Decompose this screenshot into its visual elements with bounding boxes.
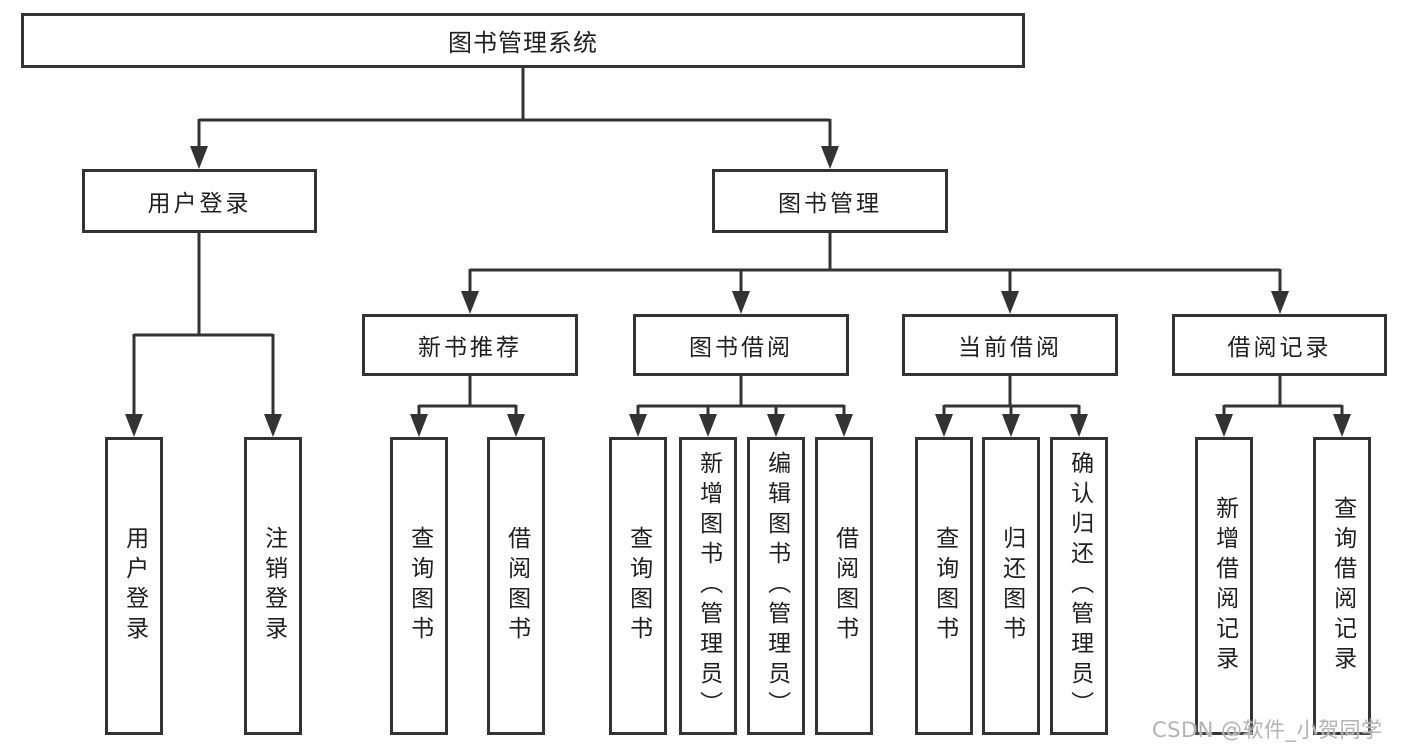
connector-current-to-leaves — [935, 376, 1088, 437]
arrowhead — [767, 414, 785, 437]
node-label: 用户登录 — [121, 526, 148, 646]
arrowhead — [1215, 414, 1233, 437]
arrowhead — [935, 414, 953, 437]
node-label: 注销登录 — [260, 526, 287, 646]
node-label: 当前借阅 — [958, 335, 1062, 361]
arrowhead — [410, 414, 428, 437]
node-label: 确认归还（管理员） — [1066, 451, 1093, 721]
node-label: 借阅记录 — [1227, 335, 1332, 361]
arrowhead — [507, 414, 525, 437]
node-label: 归还图书 — [998, 526, 1025, 646]
leaf-add-borrow-record: 新增借阅记录 — [1195, 437, 1253, 735]
node-label: 编辑图书（管理员） — [763, 451, 790, 721]
node-label: 借阅图书 — [503, 526, 530, 646]
arrowhead — [821, 146, 839, 169]
node-label: 图书借阅 — [689, 335, 793, 361]
node-user-login: 用户登录 — [82, 169, 317, 233]
node-label: 查询图书 — [931, 526, 958, 646]
leaf-query-books-current: 查询图书 — [915, 437, 973, 735]
leaf-borrow-books-recommend: 借阅图书 — [487, 437, 545, 735]
node-label: 查询图书 — [406, 526, 433, 646]
arrowhead — [461, 291, 479, 314]
arrowhead — [629, 414, 647, 437]
node-label: 图书管理 — [778, 191, 882, 217]
connector-recommend-to-leaves — [410, 376, 525, 437]
leaf-query-books-recommend: 查询图书 — [390, 437, 448, 735]
connector-records-to-leaves — [1215, 376, 1351, 437]
node-new-book-recommend: 新书推荐 — [362, 314, 578, 376]
node-label: 用户登录 — [147, 191, 252, 217]
arrowhead — [125, 414, 143, 437]
leaf-borrow-books: 借阅图书 — [815, 437, 873, 735]
arrowhead — [1001, 291, 1019, 314]
connector-bookmgmt-to-level3 — [461, 233, 1289, 314]
arrowhead — [835, 414, 853, 437]
node-book-borrowing: 图书借阅 — [633, 314, 849, 376]
node-borrowing-records: 借阅记录 — [1172, 314, 1387, 376]
arrowhead — [264, 414, 282, 437]
leaf-user-login: 用户登录 — [105, 437, 163, 735]
node-current-borrowing: 当前借阅 — [902, 314, 1118, 376]
node-label: 借阅图书 — [831, 526, 858, 646]
leaf-edit-books-admin: 编辑图书（管理员） — [747, 437, 805, 735]
arrowhead — [1271, 291, 1289, 314]
leaf-query-books-borrowing: 查询图书 — [609, 437, 667, 735]
node-label: 新增图书（管理员） — [695, 451, 722, 721]
leaf-confirm-return-admin: 确认归还（管理员） — [1050, 437, 1108, 735]
connector-userlogin-to-leaves — [125, 233, 282, 437]
csdn-watermark: CSDN @软件_小贺同学 — [1152, 718, 1383, 742]
connector-root-to-level2 — [190, 68, 839, 169]
arrowhead — [1002, 414, 1020, 437]
arrowhead — [699, 414, 717, 437]
leaf-return-books: 归还图书 — [982, 437, 1040, 735]
connector-borrowing-to-leaves — [629, 376, 853, 437]
leaf-query-borrow-record: 查询借阅记录 — [1313, 437, 1371, 735]
node-root: 图书管理系统 — [21, 13, 1025, 68]
leaf-logout: 注销登录 — [244, 437, 302, 735]
node-label: 新增借阅记录 — [1211, 496, 1238, 676]
arrowhead — [1333, 414, 1351, 437]
arrowhead — [732, 291, 750, 314]
node-label: 图书管理系统 — [448, 29, 598, 57]
node-book-management: 图书管理 — [712, 169, 948, 233]
leaf-add-books-admin: 新增图书（管理员） — [679, 437, 737, 735]
arrowhead — [190, 146, 208, 169]
node-label: 查询借阅记录 — [1329, 496, 1356, 676]
node-label: 新书推荐 — [418, 335, 522, 361]
arrowhead — [1070, 414, 1088, 437]
node-label: 查询图书 — [625, 526, 652, 646]
